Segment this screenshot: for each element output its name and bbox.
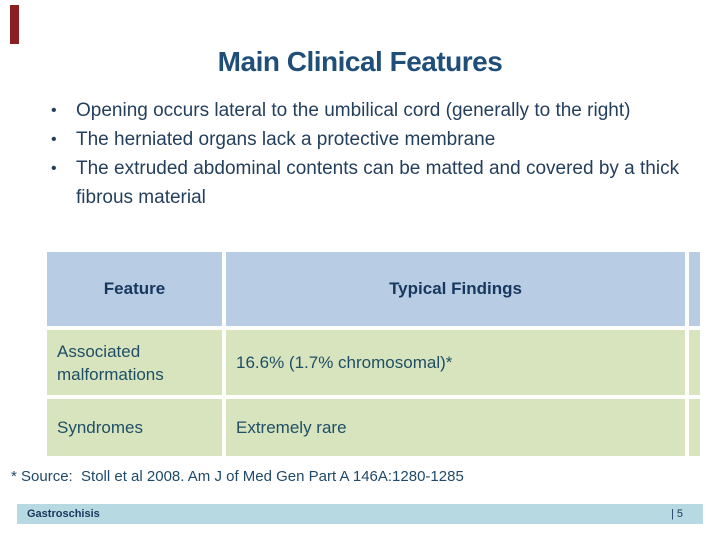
clinical-features-table: Feature Typical Findings Associated malf… (47, 252, 700, 456)
table-cell-syndromes: Syndromes (47, 399, 222, 456)
table-cell-malformation-findings: 16.6% (1.7% chromosomal)* (226, 330, 685, 395)
bullet-text: The herniated organs lack a protective m… (76, 129, 496, 150)
bullet-item: • Opening occurs lateral to the umbilica… (47, 96, 681, 125)
bullet-text: Opening occurs lateral to the umbilical … (76, 100, 631, 121)
bullet-icon: • (51, 160, 57, 177)
bullet-item: • The herniated organs lack a protective… (47, 125, 681, 154)
accent-bar (10, 5, 19, 44)
table-body-edge-cell (689, 399, 700, 456)
source-citation: * Source: Stoll et al 2008. Am J of Med … (11, 468, 464, 485)
bullet-item: • The extruded abdominal contents can be… (47, 154, 681, 212)
slide-title: Main Clinical Features (217, 46, 503, 77)
table-cell-associated-malformations: Associated malformations (47, 330, 222, 395)
table-body-edge-cell (689, 330, 700, 395)
footer-slide-number: | 5 (670, 508, 683, 520)
bullet-icon: • (51, 102, 57, 119)
table-cell-syndrome-findings: Extremely rare (226, 399, 685, 456)
footer-bar: Gastroschisis | 5 (17, 504, 703, 524)
bullet-list: • Opening occurs lateral to the umbilica… (47, 96, 681, 212)
bullet-icon: • (51, 131, 57, 148)
footer-presentation-title: Gastroschisis (27, 508, 100, 520)
table-header-edge-cell (689, 252, 700, 326)
table-header-feature: Feature (47, 252, 222, 326)
bullet-text: The extruded abdominal contents can be m… (76, 158, 680, 208)
table-header-typical-findings: Typical Findings (226, 252, 685, 326)
